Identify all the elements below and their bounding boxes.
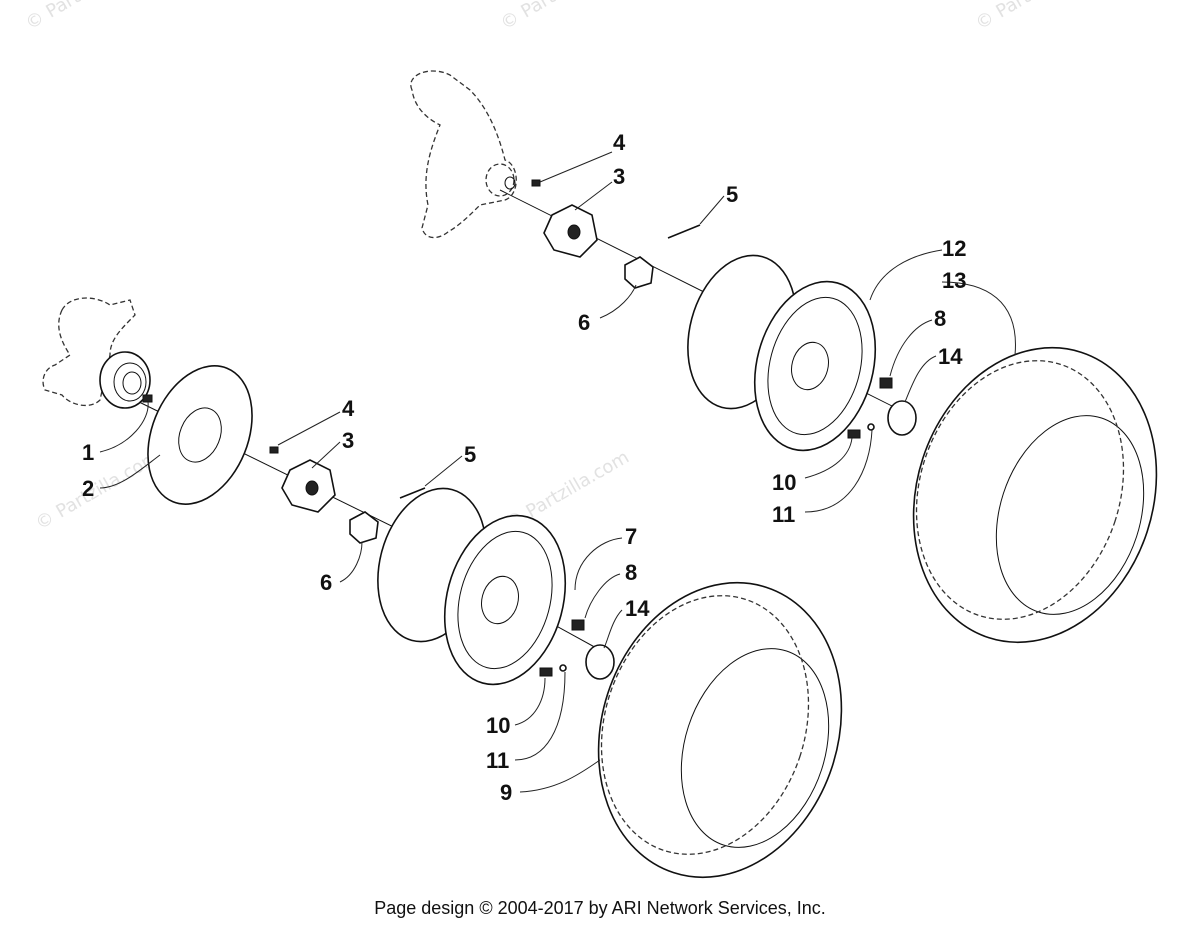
callout-2: 2 bbox=[82, 476, 94, 501]
callout-6-upper: 6 bbox=[578, 310, 590, 335]
watermark-top-center: © Partzilla.com bbox=[497, 0, 628, 34]
callout-14-upper: 14 bbox=[938, 344, 963, 369]
part-5-cotter-pin-lower bbox=[399, 487, 426, 499]
part-4-bolt-upper bbox=[531, 179, 541, 187]
part-10-valve-lower bbox=[539, 667, 553, 677]
callout-5-upper: 5 bbox=[726, 182, 738, 207]
callout-4-upper: 4 bbox=[613, 130, 626, 155]
part-4-bolt-lower bbox=[269, 446, 279, 454]
callout-10-upper: 10 bbox=[772, 470, 796, 495]
part-11-valve-cap-lower bbox=[559, 664, 567, 672]
part-10-valve-upper bbox=[847, 429, 861, 439]
lower-wheel-rim bbox=[377, 487, 615, 686]
callout-8-upper: 8 bbox=[934, 306, 946, 331]
callout-1: 1 bbox=[82, 440, 94, 465]
callout-11-upper: 11 bbox=[772, 502, 795, 527]
part-14-cap-upper bbox=[887, 400, 917, 436]
part-6-nut-upper bbox=[624, 256, 654, 289]
part-2-disc bbox=[147, 365, 253, 505]
part-5-cotter-pin-upper bbox=[667, 224, 701, 239]
callout-6-lower: 6 bbox=[320, 570, 332, 595]
callout-14-lower: 14 bbox=[625, 596, 650, 621]
part-8-lug-nut-lower bbox=[571, 619, 585, 631]
callout-3-lower: 3 bbox=[342, 428, 354, 453]
footer-copyright: Page design © 2004-2017 by ARI Network S… bbox=[374, 898, 826, 918]
part-8-lug-nut-upper bbox=[879, 377, 893, 389]
watermark-top-right: © Partzilla.com bbox=[972, 0, 1103, 34]
part-1-bolt bbox=[142, 394, 153, 403]
part-11-valve-cap-upper bbox=[867, 423, 875, 431]
lower-hub-assembly bbox=[269, 446, 426, 544]
callout-3-upper: 3 bbox=[613, 164, 625, 189]
callout-11-lower: 11 bbox=[486, 748, 509, 773]
upper-hub-assembly bbox=[531, 179, 701, 289]
watermark-mid-left: © Partzilla.com bbox=[32, 447, 163, 535]
leader-lines bbox=[99, 151, 1016, 793]
part-6-nut-lower bbox=[349, 511, 379, 544]
callout-13: 13 bbox=[942, 268, 966, 293]
part-14-cap-lower bbox=[585, 644, 615, 680]
callout-10-lower: 10 bbox=[486, 713, 510, 738]
callout-7: 7 bbox=[625, 524, 637, 549]
callouts: 1 2 4 3 5 6 7 8 14 10 11 9 4 3 5 6 12 13… bbox=[82, 130, 966, 805]
callout-4-lower: 4 bbox=[342, 396, 355, 421]
upper-wheel-rim bbox=[687, 254, 917, 452]
callout-5-lower: 5 bbox=[464, 442, 476, 467]
callout-9: 9 bbox=[500, 780, 512, 805]
brake-disc bbox=[142, 365, 253, 505]
lower-tire bbox=[597, 581, 843, 879]
lower-steering-knuckle bbox=[42, 297, 151, 409]
upper-steering-knuckle bbox=[410, 70, 517, 239]
watermark-top-left: © Partzilla.com bbox=[22, 0, 153, 34]
callout-8-lower: 8 bbox=[625, 560, 637, 585]
callout-12: 12 bbox=[942, 236, 966, 261]
upper-tire bbox=[912, 346, 1158, 644]
